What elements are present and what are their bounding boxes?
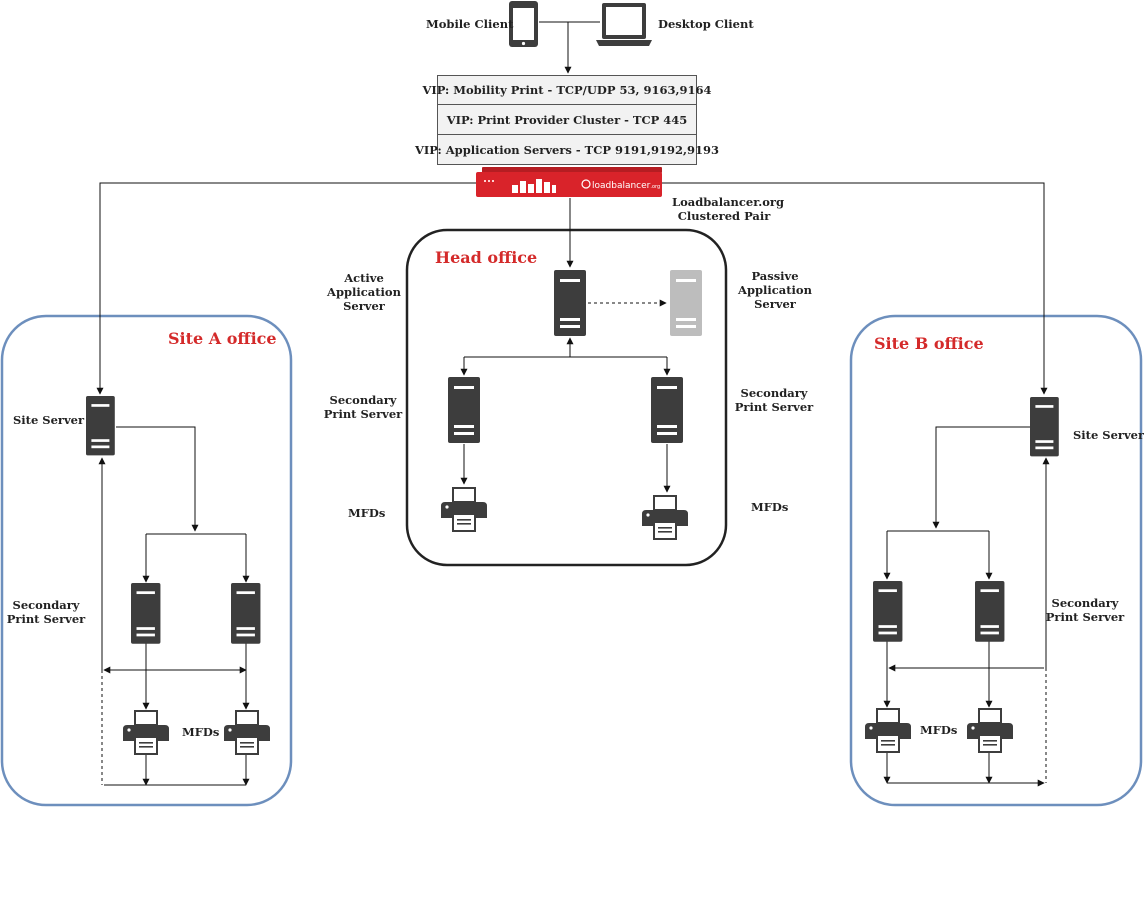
passive-label-line2: Application <box>738 283 812 297</box>
head-secondary-print-server-right <box>651 377 683 443</box>
passive-label-line1: Passive <box>751 269 799 283</box>
head-secondary-left-line2: Print Server <box>323 407 403 421</box>
vip-print-provider-cluster: VIP: Print Provider Cluster - TCP 445 <box>437 105 697 135</box>
head-mfd-printer-right <box>641 495 689 540</box>
loadbalancer-appliance <box>476 167 662 197</box>
active-application-server <box>554 270 586 336</box>
desktop-client-label: Desktop Client <box>658 17 754 31</box>
active-label-line3: Server <box>343 299 385 313</box>
site-b-title: Site B office <box>874 334 984 353</box>
loadbalancer-label: Loadbalancer.org Clustered Pair <box>672 195 785 223</box>
site-a-connectors <box>98 426 250 786</box>
head-secondary-left-line1: Secondary <box>329 393 397 407</box>
client-connectors <box>539 21 600 74</box>
site-b-mfd-printer-left <box>864 708 912 753</box>
site-b-container <box>849 314 1143 807</box>
site-a-secondary-line1: Secondary <box>12 598 80 612</box>
passive-label-line3: Server <box>754 297 796 311</box>
laptop-icon <box>596 3 652 46</box>
head-office-title: Head office <box>435 248 538 267</box>
site-a-site-server <box>86 396 115 456</box>
head-secondary-right-line2: Print Server <box>734 400 814 414</box>
site-a-mfd-printer-left <box>122 710 170 755</box>
mobile-client-label: Mobile Client <box>426 17 514 31</box>
site-b-connectors <box>883 426 1050 787</box>
head-office-container <box>405 228 728 567</box>
site-b-secondary-print-server-right <box>975 581 1005 642</box>
head-secondary-print-server-left-label: Secondary Print Server <box>323 393 403 421</box>
site-b-secondary-line1: Secondary <box>1051 596 1119 610</box>
site-a-secondary-print-server-right <box>231 583 261 644</box>
site-b-site-server-label: Site Server <box>1073 428 1144 442</box>
head-secondary-right-line1: Secondary <box>740 386 808 400</box>
site-b-secondary-print-server-label: Secondary Print Server <box>1045 596 1125 624</box>
active-application-server-label: Active Application Server <box>324 271 404 313</box>
site-a-secondary-line2: Print Server <box>6 612 86 626</box>
active-label-line1: Active <box>344 271 384 285</box>
passive-application-server-label: Passive Application Server <box>735 269 815 311</box>
site-a-mfd-printer-right <box>223 710 271 755</box>
site-a-secondary-print-server-label: Secondary Print Server <box>6 598 86 626</box>
vip-application-servers: VIP: Application Servers - TCP 9191,9192… <box>415 135 719 165</box>
head-mfds-right-label: MFDs <box>751 500 789 514</box>
vip-mobility-print: VIP: Mobility Print - TCP/UDP 53, 9163,9… <box>422 75 712 105</box>
loadbalancer-label-line2: Clustered Pair <box>677 209 771 223</box>
head-secondary-print-server-left <box>448 377 480 443</box>
site-b-site-server <box>1030 397 1059 457</box>
site-a-title: Site A office <box>168 329 277 348</box>
loadbalancer-label-line1: Loadbalancer.org <box>672 195 785 209</box>
site-a-site-server-label: Site Server <box>13 413 85 427</box>
passive-application-server <box>670 270 702 336</box>
head-secondary-print-server-right-label: Secondary Print Server <box>734 386 814 414</box>
loadbalancer-connectors <box>96 182 1048 395</box>
site-a-mfds-label: MFDs <box>182 725 220 739</box>
site-a-secondary-print-server-left <box>131 583 161 644</box>
site-a-container <box>0 314 293 807</box>
active-label-line2: Application <box>327 285 401 299</box>
site-b-secondary-line2: Print Server <box>1045 610 1125 624</box>
site-b-secondary-print-server-left <box>873 581 903 642</box>
site-b-mfds-label: MFDs <box>920 723 958 737</box>
head-mfds-left-label: MFDs <box>348 506 386 520</box>
mobile-phone-icon <box>509 1 538 47</box>
head-mfd-printer-left <box>440 487 488 532</box>
site-b-mfd-printer-right <box>966 708 1014 753</box>
head-office-connectors <box>460 299 671 493</box>
loadbalancer-brand-text: loadbalancer.org <box>592 181 660 191</box>
